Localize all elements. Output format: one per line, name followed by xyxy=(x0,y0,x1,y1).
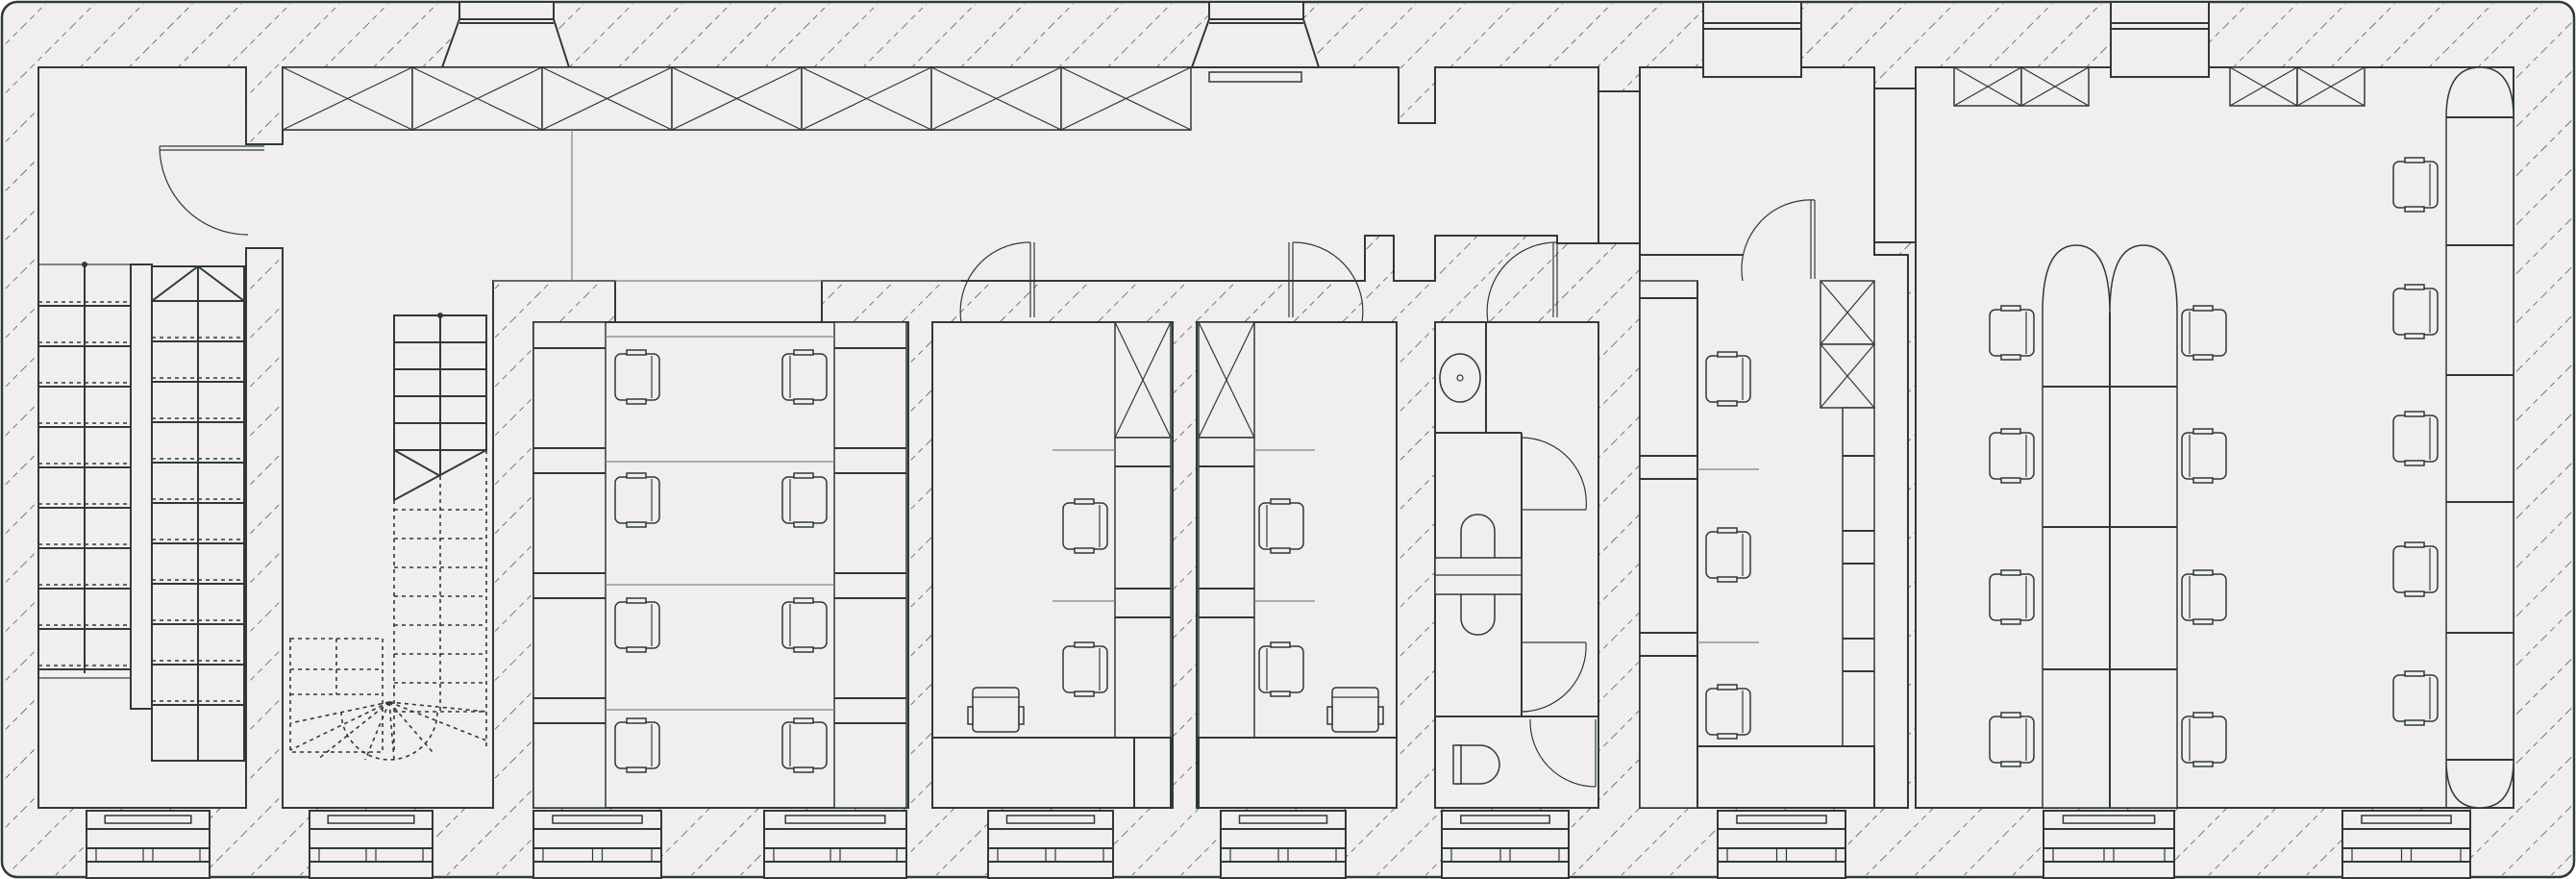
stairwell-center xyxy=(289,313,487,761)
corridor-shelf xyxy=(1208,71,1302,83)
chair xyxy=(2392,157,2439,213)
chair xyxy=(1989,428,2035,484)
corridor-storage xyxy=(282,66,2365,131)
chair xyxy=(2392,541,2439,597)
chair xyxy=(781,349,828,405)
desk xyxy=(931,737,1172,809)
bidet xyxy=(1455,744,1500,785)
window-sill xyxy=(1238,815,1328,824)
wall-cabinet xyxy=(1639,280,1698,809)
window-sill xyxy=(1460,815,1550,824)
desk xyxy=(1198,737,1398,809)
chair xyxy=(1705,527,1751,583)
chair xyxy=(1062,498,1108,554)
chair xyxy=(614,349,660,405)
chair xyxy=(2181,428,2227,484)
chair xyxy=(614,597,660,653)
chair xyxy=(2392,670,2439,726)
chair xyxy=(1258,641,1304,697)
corridor-floor xyxy=(37,66,1599,809)
chair xyxy=(2392,411,2439,466)
meeting-room-fittings xyxy=(2042,66,2514,809)
window-sill xyxy=(2062,815,2156,824)
sink-counter xyxy=(1434,557,1523,595)
toilet-bowl xyxy=(1439,353,1481,403)
chair xyxy=(2181,305,2227,361)
chair xyxy=(2392,284,2439,339)
link-floor-2 xyxy=(1598,90,1641,244)
chair xyxy=(781,717,828,773)
top-windows xyxy=(440,1,2210,78)
window-sill xyxy=(1736,815,1827,824)
chair xyxy=(2181,569,2227,625)
stair-start-dot xyxy=(437,313,443,318)
window-sill xyxy=(784,815,886,824)
stair-start-dot xyxy=(82,262,87,267)
armchair xyxy=(967,687,1025,733)
desk xyxy=(1697,745,1875,809)
chair xyxy=(614,472,660,528)
wall-cabinet-right xyxy=(833,321,907,809)
armchair xyxy=(1326,687,1384,733)
window-sill xyxy=(2361,815,2452,824)
chair xyxy=(1989,712,2035,767)
chairs xyxy=(614,157,2439,773)
wc-block xyxy=(1434,241,1598,788)
chair xyxy=(1989,569,2035,625)
chair xyxy=(1705,684,1751,740)
rooms-2-3-fittings xyxy=(931,241,1398,809)
wall-cabinet-left xyxy=(533,321,607,809)
room-4-fittings xyxy=(1598,88,1916,809)
window-sill xyxy=(552,815,643,824)
room-1-cabinets xyxy=(533,321,907,809)
chair xyxy=(2181,712,2227,767)
stairwell-left xyxy=(37,262,245,762)
bottom-windows xyxy=(86,810,2471,879)
chair xyxy=(1258,498,1304,554)
chair xyxy=(781,597,828,653)
window-sill xyxy=(104,815,192,824)
banquette xyxy=(2445,66,2514,809)
link-floor xyxy=(1873,88,1917,243)
chair xyxy=(781,472,828,528)
chair xyxy=(1705,351,1751,407)
chair xyxy=(614,717,660,773)
chair xyxy=(1062,641,1108,697)
chair xyxy=(1989,305,2035,361)
window-sill xyxy=(1005,815,1096,824)
entry-door xyxy=(159,145,264,236)
window-sill xyxy=(327,815,415,824)
